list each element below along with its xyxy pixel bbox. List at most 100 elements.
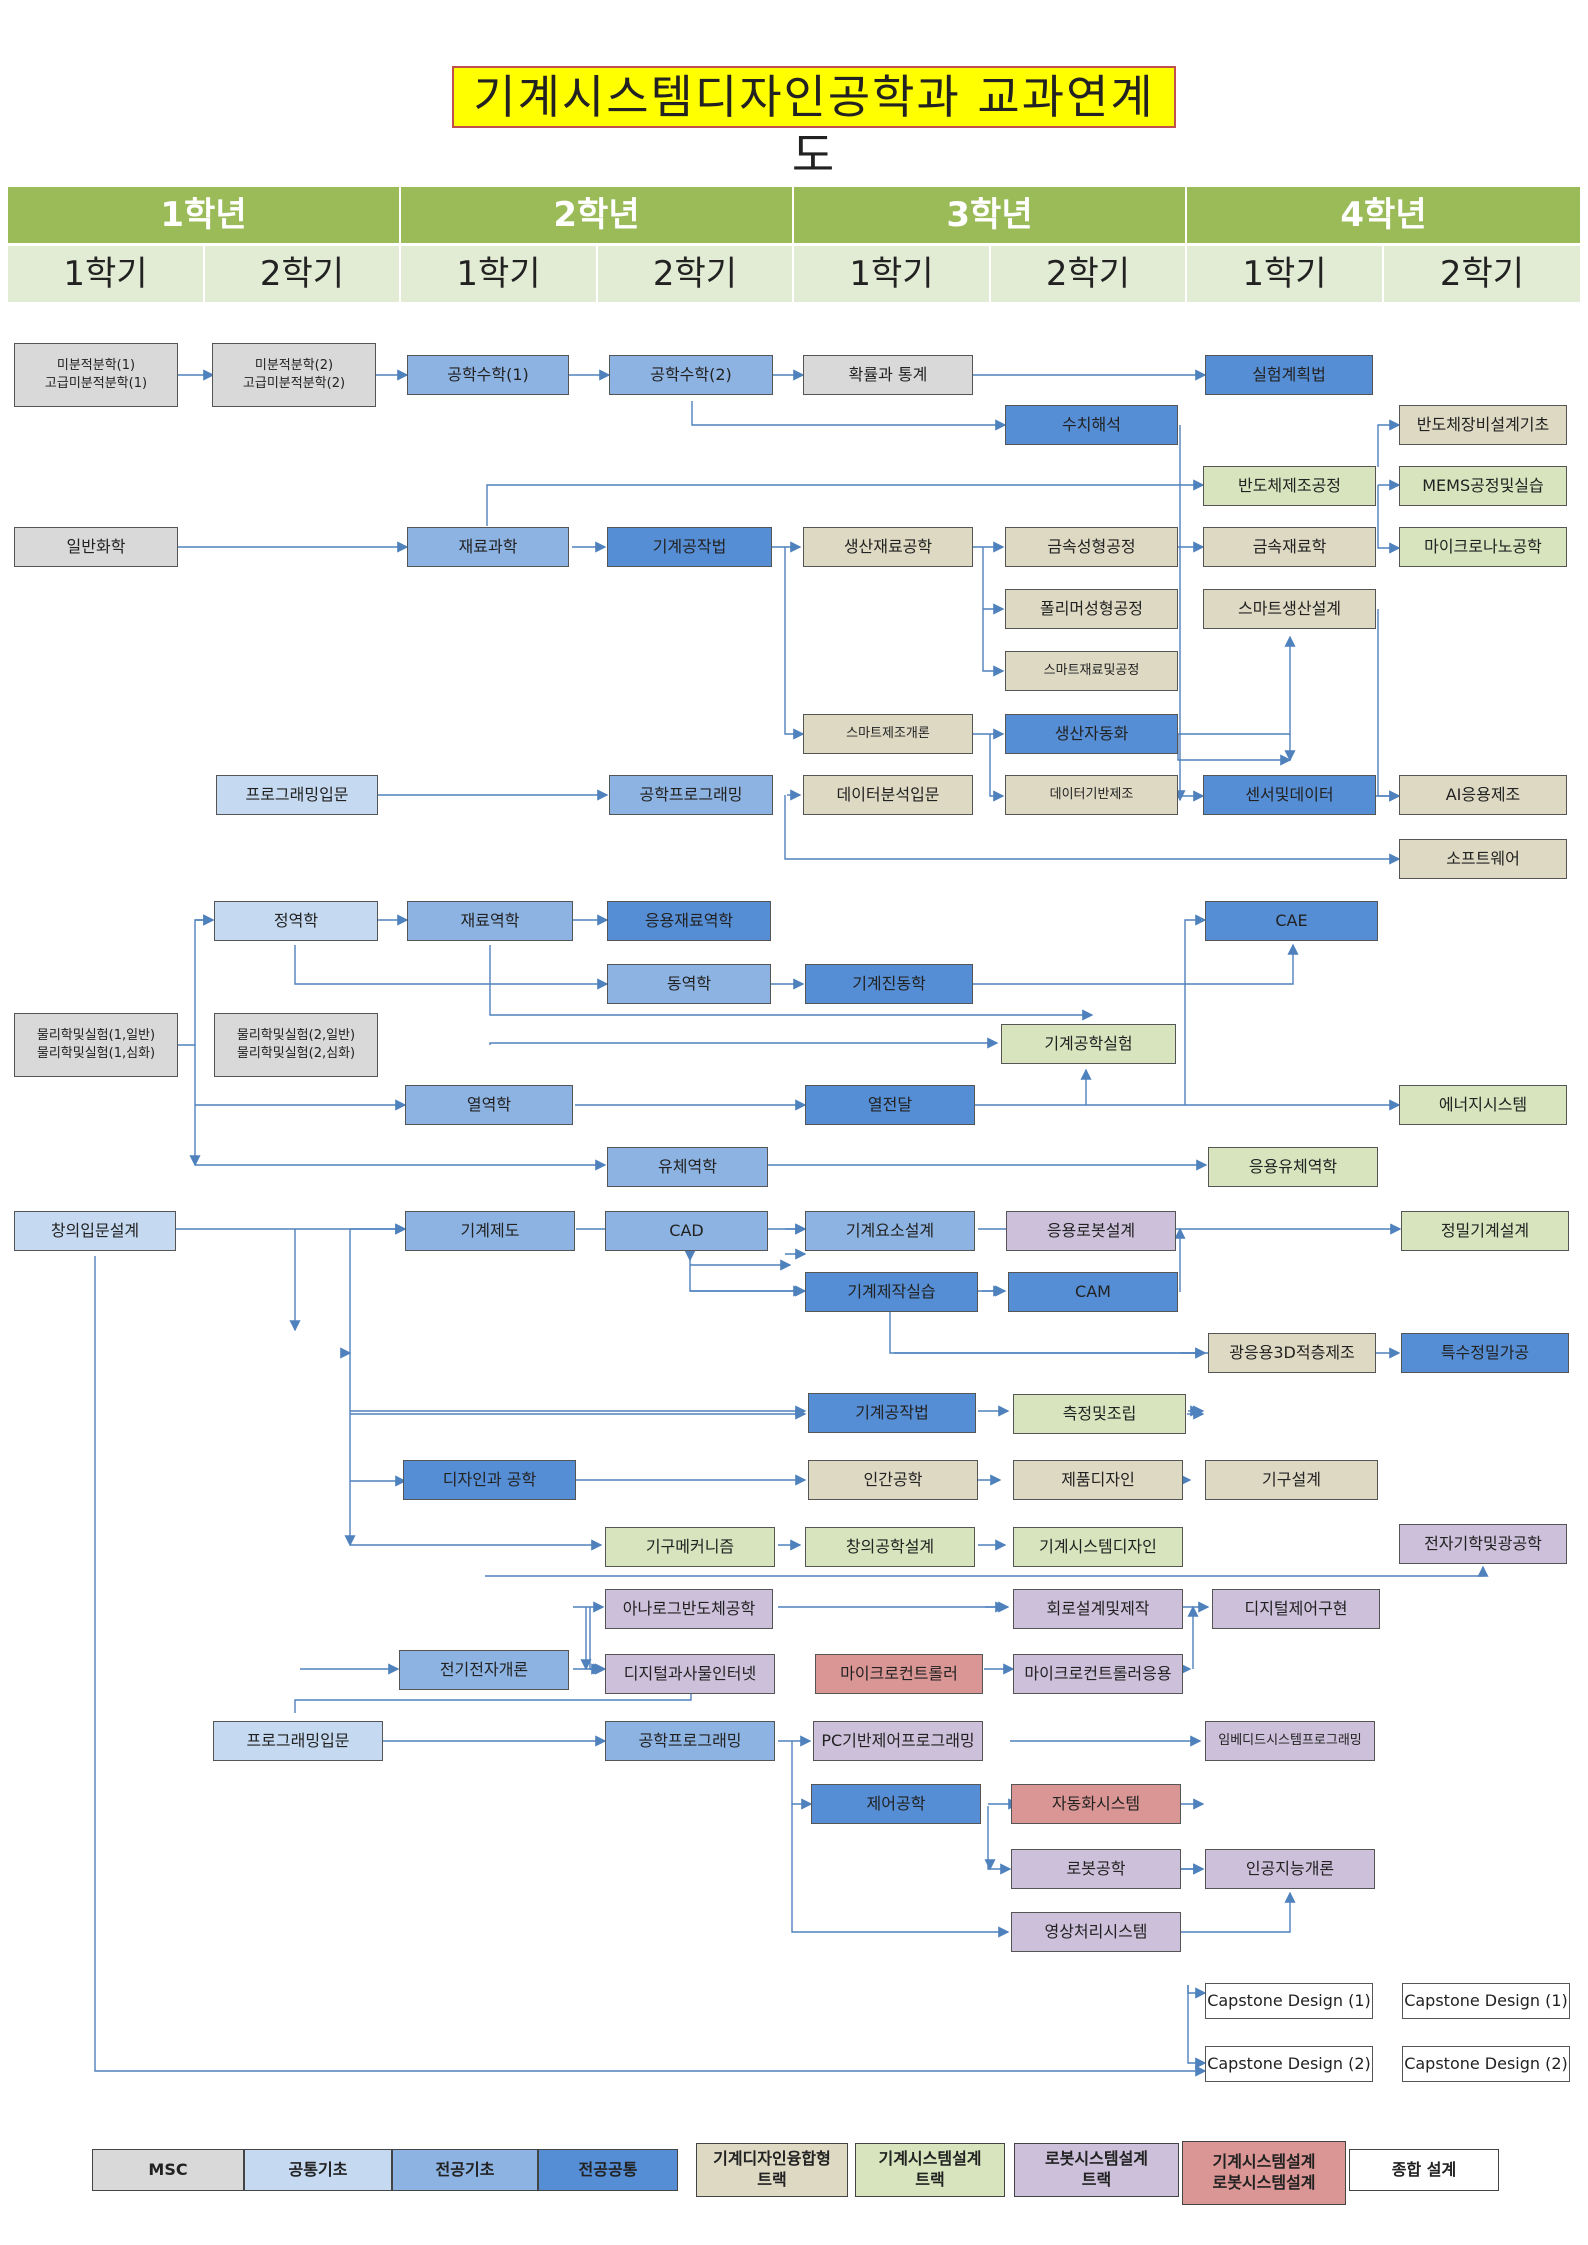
semester-header: 2학기: [1384, 246, 1580, 302]
course-gen-chem: 일반화학: [14, 527, 178, 567]
course-software: 소프트웨어: [1399, 839, 1567, 879]
course-vibration: 기계진동학: [805, 964, 973, 1004]
semester-header: 2학기: [205, 246, 401, 302]
course-precision-design: 정밀기계설계: [1401, 1211, 1569, 1251]
course-manufacturing: 기계공작법: [607, 527, 772, 567]
course-data-mfg: 데이터기반제조: [1005, 775, 1178, 815]
course-smart-prod: 스마트생산설계: [1203, 589, 1376, 629]
course-analog-semi: 아나로그반도체공학: [605, 1589, 773, 1629]
course-mcu: 마이크로컨트롤러: [815, 1654, 983, 1694]
course-applied-fluid: 응용유체역학: [1208, 1147, 1378, 1187]
course-fluid: 유체역학: [607, 1147, 768, 1187]
legend-msc: MSC: [92, 2149, 244, 2191]
legend-robot-track: 로봇시스템설계 트랙: [1014, 2143, 1179, 2197]
course-ai-mfg: AI응용제조: [1399, 775, 1567, 815]
course-data-analysis: 데이터분석입문: [803, 775, 973, 815]
course-micro-nano: 마이크로나노공학: [1399, 527, 1567, 567]
course-manufacturing-2: 기계공작법: [808, 1393, 976, 1433]
course-smart-mfg-intro: 스마트제조개론: [803, 714, 973, 754]
course-calculus-1: 미분적분학(1) 고급미분적분학(1): [14, 343, 178, 407]
course-digital-control: 디지털제어구현: [1212, 1589, 1380, 1629]
course-special-machining: 특수정밀가공: [1401, 1333, 1569, 1373]
course-mech-lab: 기계공학실험: [1001, 1024, 1176, 1064]
course-exp-design: 실험계획법: [1205, 355, 1373, 395]
course-smart-materials: 스마트재료및공정: [1005, 651, 1178, 691]
legend-design-track: 기계디자인융합형 트랙: [696, 2143, 848, 2197]
course-energy-sys: 에너지시스템: [1399, 1085, 1567, 1125]
course-automation-sys: 자동화시스템: [1011, 1784, 1181, 1824]
course-measure-assembly: 측정및조립: [1013, 1394, 1186, 1434]
year-header-3: 3학년: [794, 187, 1187, 243]
course-semi-equip: 반도체장비설계기초: [1399, 405, 1567, 445]
legend-common-basic: 공통기초: [244, 2149, 392, 2191]
course-prod-automation: 생산자동화: [1005, 714, 1178, 754]
course-pc-control: PC기반제어프로그래밍: [813, 1721, 983, 1761]
course-semi-process: 반도체제조공정: [1203, 466, 1376, 506]
course-machine-element: 기계요소설계: [805, 1211, 975, 1251]
legend-system-track: 기계시스템설계 트랙: [855, 2143, 1005, 2197]
course-robotics: 로봇공학: [1011, 1849, 1181, 1889]
course-prod-materials: 생산재료공학: [803, 527, 973, 567]
year-header-2: 2학년: [401, 187, 794, 243]
course-circuit-design: 회로설계및제작: [1013, 1589, 1183, 1629]
course-prog-intro: 프로그래밍입문: [216, 775, 378, 815]
semester-header: 1학기: [794, 246, 991, 302]
course-applied-mech-materials: 응용재료역학: [607, 901, 771, 941]
course-capstone-1b: Capstone Design (1): [1402, 1983, 1570, 2019]
legend-major-common: 전공공통: [538, 2149, 678, 2191]
course-sensor-data: 센서및데이터: [1203, 775, 1376, 815]
course-mech-drawing: 기계제도: [405, 1211, 575, 1251]
course-metal-forming: 금속성형공정: [1005, 527, 1178, 567]
course-control-eng: 제어공학: [811, 1784, 981, 1824]
course-prob-stats: 확률과 통계: [803, 355, 973, 395]
course-design-eng: 디자인과 공학: [403, 1460, 576, 1500]
course-image-proc: 영상처리시스템: [1011, 1912, 1181, 1952]
course-polymer: 폴리머성형공정: [1005, 589, 1178, 629]
course-cae: CAE: [1205, 901, 1378, 941]
course-dynamics: 동역학: [607, 964, 771, 1004]
course-statics: 정역학: [214, 901, 378, 941]
course-embedded: 임베디드시스템프로그래밍: [1205, 1721, 1375, 1761]
page-title: 기계시스템디자인공학과 교과연계도: [452, 66, 1176, 182]
course-capstone-2b: Capstone Design (2): [1402, 2046, 1570, 2082]
course-ergonomics: 인간공학: [808, 1460, 978, 1500]
course-materials-sci: 재료과학: [407, 527, 569, 567]
course-ai-intro: 인공지능개론: [1205, 1849, 1375, 1889]
course-capstone-2a: Capstone Design (2): [1205, 2046, 1373, 2082]
course-numerical-analysis: 수치해석: [1005, 405, 1178, 445]
course-electromag-optics: 전자기학및광공학: [1399, 1524, 1567, 1564]
course-mech-sys-design: 기계시스템디자인: [1013, 1527, 1183, 1567]
semester-header: 1학기: [401, 246, 598, 302]
course-creative-design-intro: 창의입문설계: [14, 1211, 176, 1251]
course-mcu-app: 마이크로컨트롤러응용: [1013, 1654, 1183, 1694]
course-metallurgy: 금속재료학: [1203, 527, 1376, 567]
course-cam: CAM: [1008, 1272, 1178, 1312]
semester-header: 2학기: [991, 246, 1187, 302]
legend-major-basic: 전공기초: [392, 2149, 538, 2191]
course-thermo: 열역학: [405, 1085, 573, 1125]
course-physics-1: 물리학및실험(1,일반) 물리학및실험(1,심화): [14, 1013, 178, 1077]
course-mechanism-design: 기구설계: [1205, 1460, 1378, 1500]
course-prog-intro-2: 프로그래밍입문: [213, 1721, 383, 1761]
legend-system-robot: 기계시스템설계 로봇시스템설계: [1182, 2141, 1346, 2205]
semester-header: 1학기: [1187, 246, 1384, 302]
course-calculus-2: 미분적분학(2) 고급미분적분학(2): [212, 343, 376, 407]
course-product-design: 제품디자인: [1013, 1460, 1183, 1500]
course-cad: CAD: [605, 1211, 768, 1251]
course-physics-2: 물리학및실험(2,일반) 물리학및실험(2,심화): [214, 1013, 378, 1077]
course-digital-iot: 디지털과사물인터넷: [605, 1654, 775, 1694]
legend-capstone: 종합 설계: [1349, 2149, 1499, 2191]
year-header-4: 4학년: [1187, 187, 1580, 243]
course-heat-transfer: 열전달: [805, 1085, 975, 1125]
course-mech-fab-lab: 기계제작실습: [805, 1272, 978, 1312]
course-mech-materials: 재료역학: [407, 901, 573, 941]
course-applied-robot: 응용로봇설계: [1006, 1211, 1176, 1251]
course-eng-math-2: 공학수학(2): [609, 355, 773, 395]
course-mems: MEMS공정및실습: [1399, 466, 1567, 506]
course-eng-math-1: 공학수학(1): [407, 355, 569, 395]
course-mechanisms: 기구메커니즘: [605, 1527, 775, 1567]
semester-header: 1학기: [8, 246, 205, 302]
semester-header: 2학기: [598, 246, 794, 302]
course-capstone-1a: Capstone Design (1): [1205, 1983, 1373, 2019]
